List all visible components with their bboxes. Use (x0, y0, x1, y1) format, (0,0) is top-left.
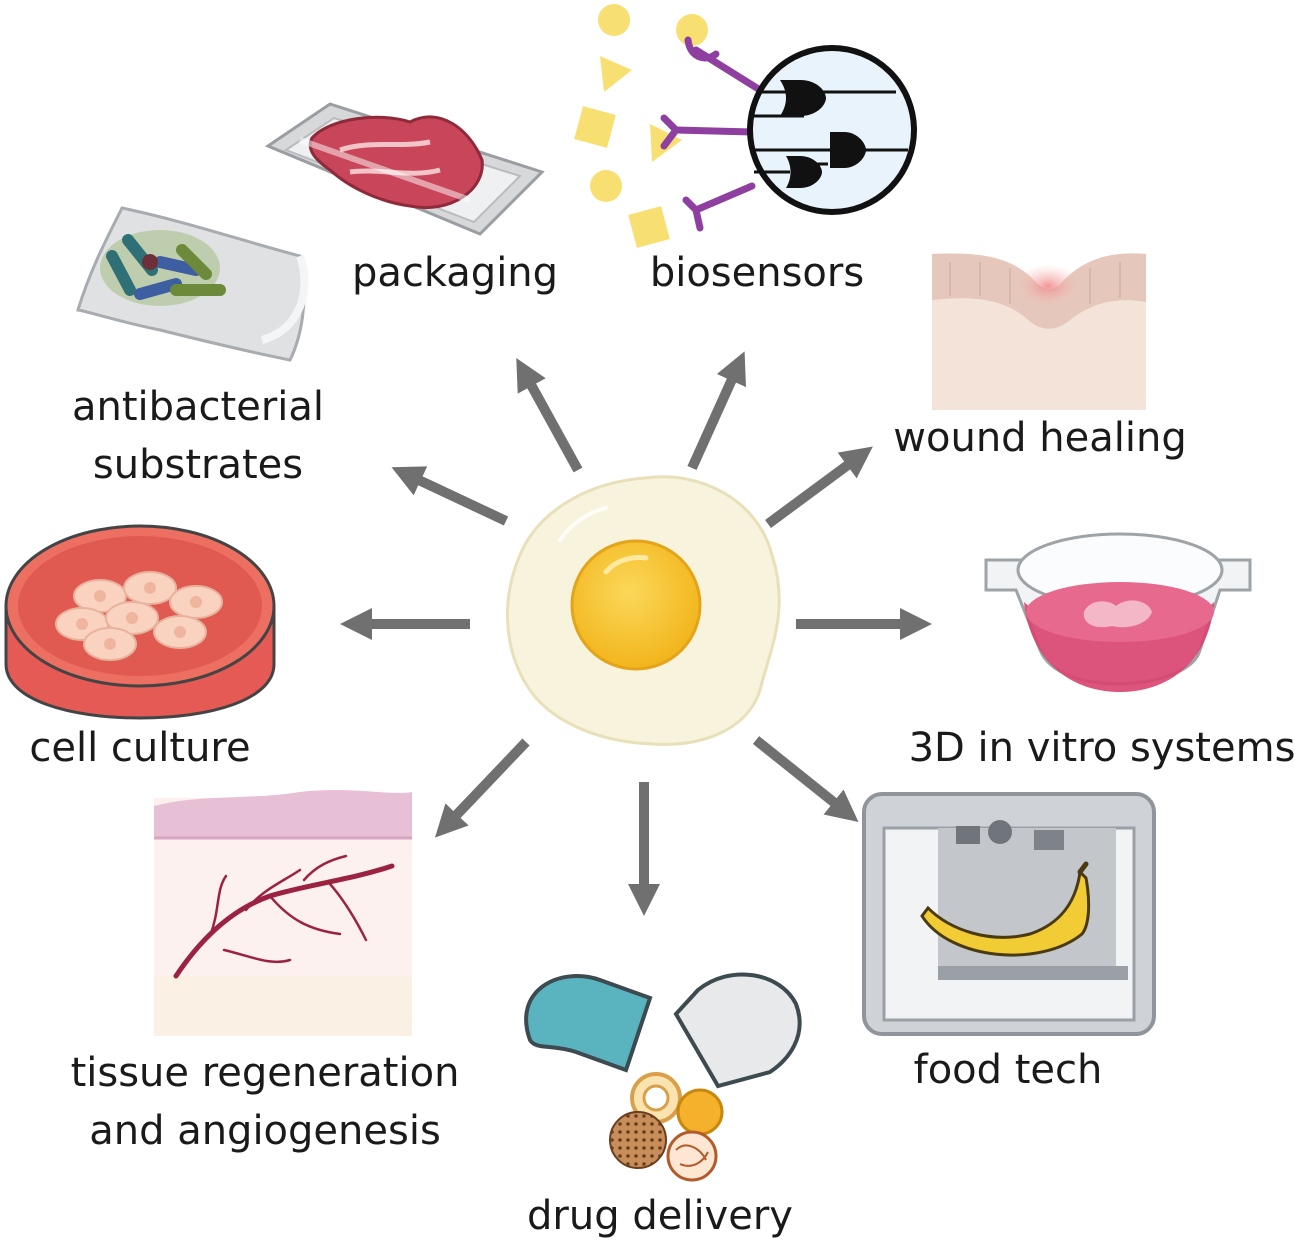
arrows (339, 351, 933, 917)
label-biosensors: biosensors (649, 250, 865, 296)
label-packaging: packaging (351, 250, 559, 296)
label-tissue: tissue regeneration and angiogenesis (70, 1050, 460, 1154)
label-antibacterial: antibacterial substrates (71, 384, 325, 488)
arrow-food (752, 736, 859, 822)
label-drug: drug delivery (527, 1193, 793, 1239)
arrow-packaging (516, 357, 583, 473)
label-vitro: 3D in vitro systems (908, 725, 1295, 771)
label-wound: wound healing (893, 415, 1187, 461)
blood-vessel-tissue-icon (154, 790, 412, 1036)
label-cell: cell culture (29, 725, 251, 771)
arrow-biosensors (687, 351, 747, 471)
arrow-wound (765, 446, 873, 529)
arrow-tissue (434, 738, 530, 838)
petri-dish-icon (4, 524, 276, 720)
fried-egg-icon (506, 475, 781, 747)
label-food: food tech (913, 1047, 1103, 1093)
skin-wound-icon (932, 253, 1146, 410)
bacteria-film-icon (76, 206, 309, 362)
meat-tray-icon (264, 102, 545, 236)
arrow-antibacterial (391, 466, 509, 526)
culture-insert-icon (984, 532, 1252, 692)
capsule-particles-icon (524, 972, 802, 1182)
logic-gate-sensor-icon (574, 4, 917, 248)
food-printer-icon (862, 792, 1156, 1036)
